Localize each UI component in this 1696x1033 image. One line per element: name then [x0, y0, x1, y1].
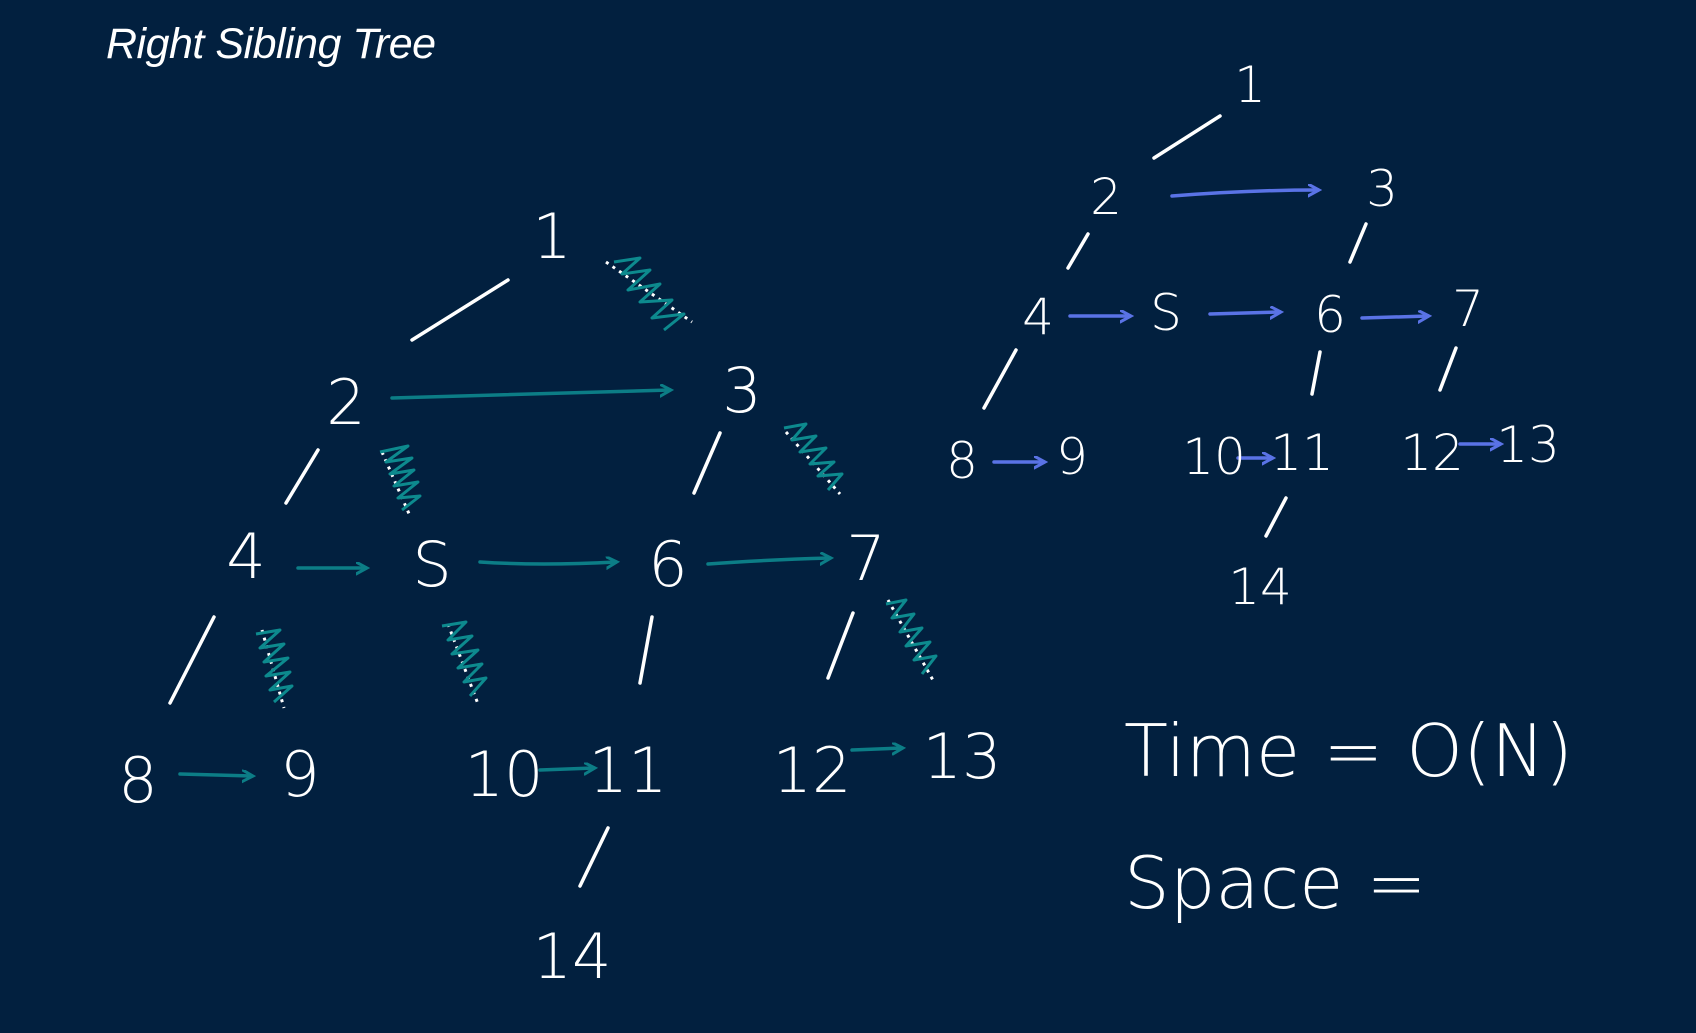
left-node-12: 12	[773, 734, 852, 807]
edge-1-2	[410, 278, 510, 342]
right-edge-6-11	[1310, 350, 1322, 396]
left-tree-nodes: 1 2 3 4 S 6 7 8 9 10 11 12 13 14	[118, 200, 1001, 993]
edge-4-8	[168, 615, 216, 705]
right-node-12: 12	[1400, 424, 1464, 482]
right-node-10: 10	[1182, 428, 1246, 486]
right-node-7: 7	[1452, 280, 1484, 338]
page-title: Right Sibling Tree	[106, 20, 436, 68]
removed-edge-2-5	[379, 444, 422, 517]
right-node-5: S	[1150, 284, 1182, 342]
right-edge-2-4	[1066, 232, 1090, 270]
right-node-13: 13	[1496, 416, 1560, 474]
removed-edge-5-10	[441, 620, 488, 705]
left-node-10: 10	[465, 738, 544, 811]
right-node-4: 4	[1022, 288, 1054, 346]
left-node-7: 7	[846, 522, 885, 595]
left-node-1: 1	[532, 200, 571, 273]
right-node-1: 1	[1234, 56, 1266, 114]
sibling-arrow-2-3	[390, 390, 670, 400]
left-tree-edges	[168, 278, 855, 888]
sibling-arrow-5-6	[478, 562, 616, 564]
right-node-14: 14	[1228, 558, 1292, 616]
right-sibling-arrow-2-3	[1170, 190, 1318, 198]
edge-3-6	[692, 431, 722, 495]
removed-edge-3-7	[783, 422, 844, 495]
removed-edge-7-13	[885, 598, 938, 683]
left-node-13: 13	[923, 720, 1002, 793]
edge-11-14	[578, 826, 610, 888]
time-complexity: Time = O(N)	[1124, 709, 1573, 793]
right-edge-4-8	[982, 348, 1018, 410]
right-edge-11-14	[1264, 496, 1288, 538]
right-edge-1-2	[1152, 114, 1222, 160]
left-node-8: 8	[118, 744, 157, 817]
right-tree-sibling-pointers	[992, 190, 1500, 462]
removed-edge-4-9	[255, 628, 294, 709]
left-node-2: 2	[326, 366, 365, 439]
sibling-arrow-8-9	[178, 774, 252, 776]
removed-edge-1-3	[605, 256, 693, 332]
left-node-6: 6	[648, 528, 687, 601]
right-node-2: 2	[1090, 168, 1122, 226]
sibling-arrow-10-11	[538, 768, 594, 770]
right-node-6: 6	[1314, 286, 1346, 344]
complexity-notes: Time = O(N) Space =	[1124, 709, 1573, 925]
left-node-14: 14	[533, 920, 612, 993]
left-node-11: 11	[589, 734, 668, 807]
edge-2-4	[284, 448, 320, 505]
left-node-5: S	[412, 528, 451, 601]
left-node-9: 9	[280, 738, 319, 811]
edge-6-11	[638, 615, 654, 685]
right-tree-edges	[982, 114, 1458, 538]
right-sibling-arrow-5-6	[1208, 312, 1280, 314]
sibling-arrow-12-13	[850, 748, 902, 750]
right-tree: 1 2 3 4 S 6 7 8 9 10 11 12 13 14	[946, 56, 1560, 616]
edge-7-12	[826, 611, 855, 680]
left-tree-removed-edges	[255, 256, 938, 709]
right-edge-3-6	[1348, 222, 1368, 264]
left-node-3: 3	[722, 354, 761, 427]
right-tree-nodes: 1 2 3 4 S 6 7 8 9 10 11 12 13 14	[946, 56, 1560, 616]
right-node-3: 3	[1366, 160, 1398, 218]
right-node-8: 8	[946, 432, 978, 490]
left-node-4: 4	[226, 520, 265, 593]
right-node-11: 11	[1270, 424, 1334, 482]
right-edge-7-12	[1438, 346, 1458, 392]
left-tree-sibling-pointers	[178, 390, 902, 776]
right-node-9: 9	[1056, 428, 1088, 486]
left-tree: 1 2 3 4 S 6 7 8 9 10 11 12 13 14	[118, 200, 1001, 993]
sibling-arrow-6-7	[706, 558, 830, 564]
right-sibling-arrow-6-7	[1360, 316, 1428, 318]
space-complexity: Space =	[1124, 841, 1427, 925]
